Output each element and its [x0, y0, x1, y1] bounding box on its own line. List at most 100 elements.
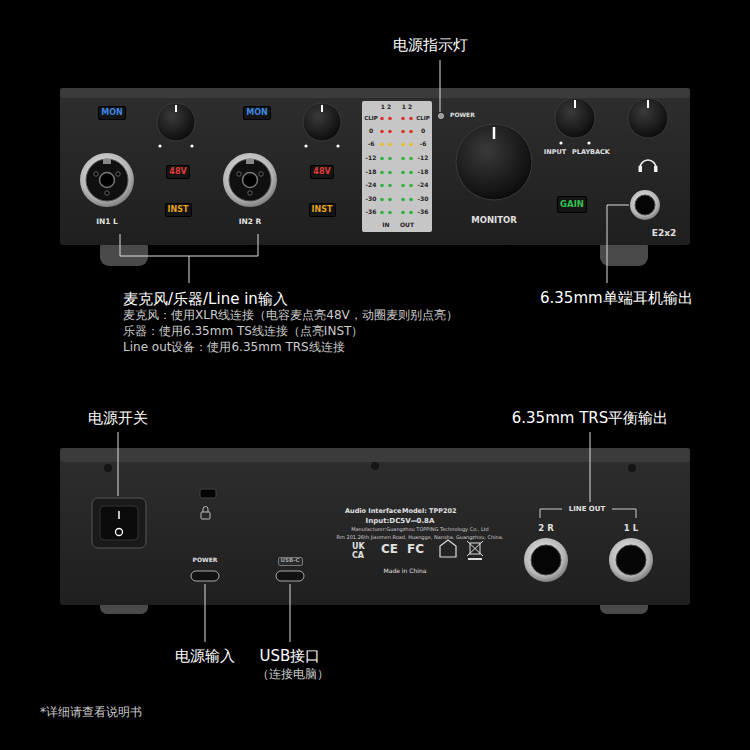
rating-print: Input:DC5V⎓0.8A	[366, 517, 435, 525]
meter-scale: -12	[366, 155, 377, 162]
meter-scale: CLIP	[416, 115, 430, 121]
trs-jack	[531, 545, 561, 575]
leader-line	[290, 584, 291, 642]
meter-led	[388, 171, 392, 175]
weee-icon	[467, 541, 483, 556]
meter-led	[401, 184, 405, 188]
meter-led	[409, 130, 413, 134]
cert-mark: FC	[407, 543, 424, 557]
panel-print: 1 L	[624, 524, 638, 534]
button-light: GAIN	[557, 196, 587, 213]
pin-hole	[105, 191, 109, 195]
meter-led	[388, 130, 392, 134]
meter-leds	[380, 117, 413, 215]
button-text: INST	[312, 206, 333, 214]
meter-scale: -30	[418, 196, 429, 203]
leader-line	[205, 584, 206, 642]
button-text: INST	[168, 206, 189, 214]
meter-led	[388, 184, 392, 188]
callout-title: 6.35mm TRS平衡输出	[512, 410, 669, 427]
scale-dot	[158, 144, 161, 147]
panel-lip	[60, 88, 690, 98]
meter-led	[380, 157, 384, 161]
meter-window	[362, 101, 432, 232]
meter-scale: -36	[418, 209, 429, 216]
pin-hole	[259, 172, 263, 176]
meter-led	[409, 143, 413, 147]
leader-line	[440, 60, 441, 112]
trs-hole	[100, 173, 115, 188]
panel-lip	[60, 448, 690, 462]
meter-led	[401, 117, 405, 121]
knob	[628, 98, 668, 138]
trs-jack	[609, 538, 653, 582]
panel-print: MONITOR	[471, 216, 517, 226]
power-led	[438, 113, 443, 118]
button-light: INST	[309, 203, 336, 217]
meter-scale: -18	[418, 169, 429, 176]
meter-led	[409, 157, 413, 161]
pin-hole	[116, 172, 120, 176]
screw	[628, 464, 636, 472]
knob-pointer	[175, 105, 177, 112]
callout-note: 乐器：使用6.35mm TS线连接（点亮INST）	[123, 325, 363, 339]
jack-latch	[246, 159, 254, 164]
meter-scale: CLIP	[364, 115, 378, 121]
meter-led	[401, 157, 405, 161]
port-tag: USB-C	[278, 557, 303, 566]
bracket	[120, 234, 258, 283]
pin-hole	[248, 191, 252, 195]
panel-print: PLAYBACK	[572, 149, 610, 156]
meter-led	[401, 211, 405, 215]
trs-jack	[616, 545, 646, 575]
headphone-icon	[640, 160, 656, 168]
trs-hole	[243, 173, 258, 188]
callout-title: 电源指示灯	[393, 37, 468, 54]
button-light: 48V	[166, 165, 190, 179]
front-panel	[60, 88, 690, 245]
panel-print: POWER	[193, 557, 218, 564]
meter-led	[380, 130, 384, 134]
lock-icon	[203, 507, 208, 513]
usb-c-port	[276, 571, 304, 581]
button-light: MON	[243, 106, 271, 120]
power-switch	[100, 506, 138, 540]
callout-note: Line out设备：使用6.35mm TRS线连接	[123, 341, 345, 355]
knob-pointer	[647, 100, 649, 108]
button-text: 48V	[169, 168, 186, 176]
meter-led	[380, 171, 384, 175]
usb-c-port	[191, 571, 219, 581]
meter-scale: -24	[366, 182, 377, 189]
power-switch	[92, 498, 146, 548]
trs-jack	[524, 538, 568, 582]
scale-dot	[336, 144, 339, 147]
scale-dot	[190, 144, 193, 147]
callout-note: （连接电脑）	[257, 668, 329, 682]
jack-ring	[223, 153, 277, 207]
weee-icon	[468, 558, 482, 560]
meter-led	[388, 198, 392, 202]
headphone-icon	[639, 166, 643, 172]
leader-line	[590, 432, 591, 502]
jack-face	[86, 159, 128, 201]
callout-title: 6.35mm单端耳机输出	[540, 290, 693, 307]
meter-led	[401, 171, 405, 175]
model-name: E2x2	[652, 228, 676, 238]
callout-title: 麦克风/乐器/Line in输入	[123, 291, 288, 308]
button-text: GAIN	[560, 200, 584, 209]
meter-led	[401, 143, 405, 147]
callout-title: 电源输入	[175, 648, 235, 665]
cert-mark: CA	[352, 551, 364, 560]
screw	[371, 462, 379, 470]
meter-led	[388, 211, 392, 215]
meter-scale: -30	[366, 196, 377, 203]
jack-ring	[80, 153, 134, 207]
meter-scale: 0	[369, 128, 373, 135]
rating-print: Audio Interface	[345, 508, 402, 515]
cert-mark: CE	[381, 543, 398, 557]
meter-led	[380, 117, 384, 121]
meter-caption: OUT	[400, 222, 414, 229]
callout-note: 麦克风：使用XLR线连接（电容麦点亮48V，动圈麦则别点亮）	[123, 309, 458, 323]
knob-pointer	[321, 105, 323, 112]
